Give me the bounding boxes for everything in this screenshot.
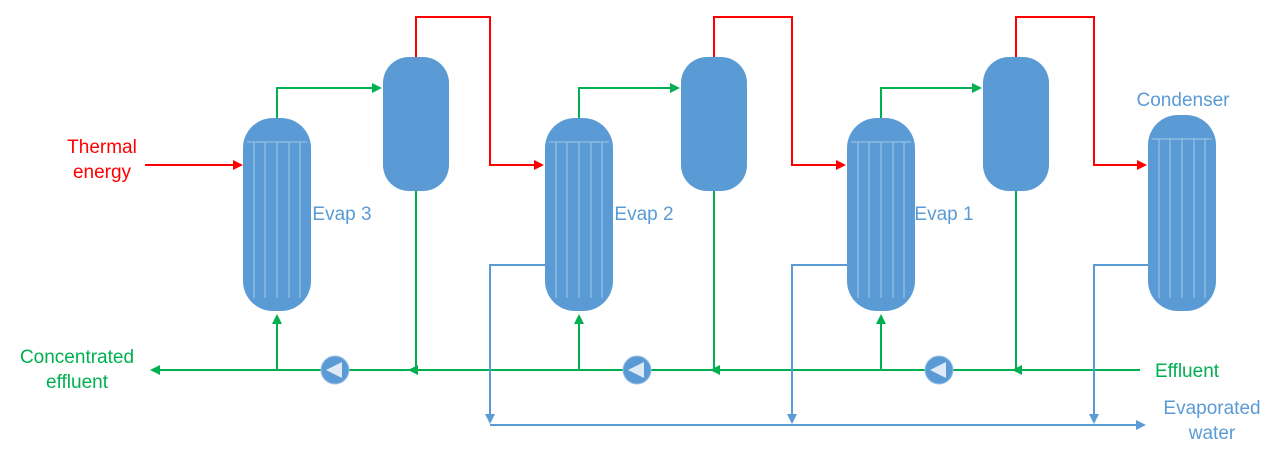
arrow-right-icon <box>972 83 982 93</box>
labels: Thermal energy Evap 3 Evap 2 Evap 1 Cond… <box>20 90 1261 444</box>
pump-impeller-icon <box>326 362 342 378</box>
arrow-right-icon <box>1136 420 1146 430</box>
evap3-label: Evap 3 <box>312 204 371 225</box>
arrow-left-icon <box>1012 365 1022 375</box>
concentrated-effluent-label-line2: effluent <box>46 372 109 393</box>
vapor-line-sep2-to-evap1 <box>713 16 836 166</box>
arrow-right-icon <box>1137 160 1147 170</box>
arrow-right-icon <box>372 83 382 93</box>
condenser-label: Condenser <box>1137 90 1231 111</box>
evap1-tube-bundle <box>851 141 911 298</box>
evap3-tube-bundle <box>247 141 307 298</box>
arrow-right-icon <box>233 160 243 170</box>
arrow-right-icon <box>534 160 544 170</box>
arrow-down-icon <box>787 414 797 424</box>
pump-impeller-icon <box>628 362 644 378</box>
evap2-tube-bundle <box>549 141 609 298</box>
evaporated-water-lines <box>489 264 1148 426</box>
arrow-up-icon <box>272 314 282 324</box>
arrow-right-icon <box>670 83 680 93</box>
evap2-label: Evap 2 <box>614 204 673 225</box>
vapor-line-sep1-to-evap2 <box>415 16 534 166</box>
thermal-energy-label-line1: Thermal <box>67 137 137 158</box>
vessels <box>243 57 1216 311</box>
vessel-evap-1 <box>847 118 915 311</box>
arrow-left-icon <box>710 365 720 375</box>
arrowheads <box>150 83 1147 430</box>
condenser-tube-bundle <box>1152 138 1212 298</box>
vapor-to-separator-line-3 <box>880 87 972 118</box>
pump-2 <box>622 355 652 385</box>
arrow-down-icon <box>485 414 495 424</box>
vapor-to-separator-line-1 <box>276 87 372 118</box>
condensate-line-3 <box>1093 264 1148 414</box>
vapor-line-sep3-to-condenser <box>1015 16 1137 166</box>
vessel-evap-2 <box>545 118 613 311</box>
arrow-left-icon <box>408 365 418 375</box>
arrow-left-icon <box>150 365 160 375</box>
vessel-separator-1 <box>383 57 449 191</box>
vessel-condenser <box>1148 115 1216 311</box>
condensate-line-1 <box>489 264 545 414</box>
thermal-energy-lines <box>145 16 1137 166</box>
arrow-up-icon <box>876 314 886 324</box>
condensate-line-2 <box>791 264 847 414</box>
arrow-up-icon <box>574 314 584 324</box>
thermal-energy-label-line2: energy <box>73 162 132 183</box>
vessel-evap-3 <box>243 118 311 311</box>
pump-1 <box>320 355 350 385</box>
arrow-right-icon <box>836 160 846 170</box>
evap1-label: Evap 1 <box>914 204 973 225</box>
arrow-down-icon <box>1089 414 1099 424</box>
concentrated-effluent-label-line1: Concentrated <box>20 347 134 368</box>
evaporated-water-label-line2: water <box>1188 423 1236 444</box>
pump-3 <box>924 355 954 385</box>
vessel-separator-3 <box>983 57 1049 191</box>
vessel-separator-2 <box>681 57 747 191</box>
pump-impeller-icon <box>930 362 946 378</box>
effluent-label: Effluent <box>1155 361 1220 382</box>
vapor-to-separator-line-2 <box>578 87 670 118</box>
evaporated-water-label-line1: Evaporated <box>1163 398 1260 419</box>
